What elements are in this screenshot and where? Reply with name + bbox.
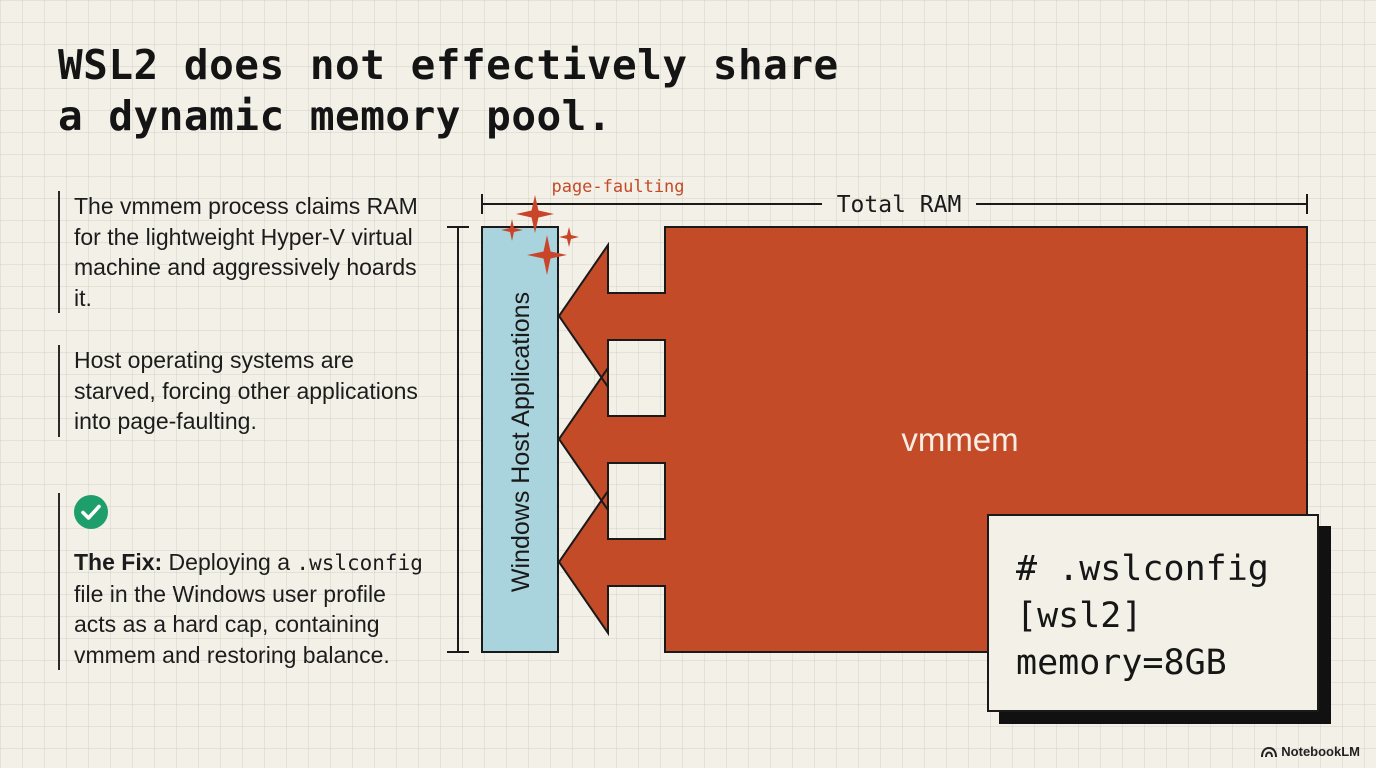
fix-text-after: file in the Windows user profile acts as… xyxy=(74,580,390,668)
config-line-memory: memory=8GB xyxy=(1016,643,1227,683)
host-apps-label: Windows Host Applications xyxy=(507,292,535,592)
bullet-vmmem-claims: The vmmem process claims RAM for the lig… xyxy=(58,191,434,313)
title-line-1: WSL2 does not effectively share xyxy=(58,41,839,89)
wslconfig-code-box: # .wslconfig [wsl2] memory=8GB xyxy=(987,514,1319,712)
sparkle-icon xyxy=(501,219,523,241)
page-fault-sparkles xyxy=(501,195,579,275)
fix-text-before: Deploying a xyxy=(162,549,297,575)
slide-title: WSL2 does not effectively share a dynami… xyxy=(58,40,839,142)
fix-code: .wslconfig xyxy=(296,551,423,575)
vmmem-label: vmmem xyxy=(901,421,1018,458)
total-ram-label: Total RAM xyxy=(837,192,962,218)
sparkle-icon xyxy=(527,235,567,275)
title-line-2: a dynamic memory pool. xyxy=(58,92,613,140)
bullet-text: Host operating systems are starved, forc… xyxy=(74,347,418,434)
sparkle-icon xyxy=(516,195,554,233)
sparkle-icon xyxy=(559,227,579,247)
brand-name: NotebookLM xyxy=(1281,744,1360,759)
fix-text: The Fix: Deploying a .wslconfig file in … xyxy=(74,547,434,670)
fix-label: The Fix: xyxy=(74,549,163,575)
notebooklm-logo-icon xyxy=(1261,746,1278,757)
bullet-host-starved: Host operating systems are starved, forc… xyxy=(58,345,434,437)
config-line-filename: # .wslconfig xyxy=(1016,549,1269,589)
notebooklm-branding: NotebookLM xyxy=(1261,744,1360,759)
height-dimension xyxy=(447,226,469,653)
check-circle-icon xyxy=(74,495,108,529)
config-line-section: [wsl2] xyxy=(1016,596,1143,636)
page-faulting-label: page-faulting xyxy=(551,177,684,197)
bullet-text: The vmmem process claims RAM for the lig… xyxy=(74,193,418,311)
total-ram-dimension xyxy=(481,194,1308,214)
bullet-the-fix: The Fix: Deploying a .wslconfig file in … xyxy=(58,493,434,670)
host-apps-column xyxy=(481,226,559,653)
